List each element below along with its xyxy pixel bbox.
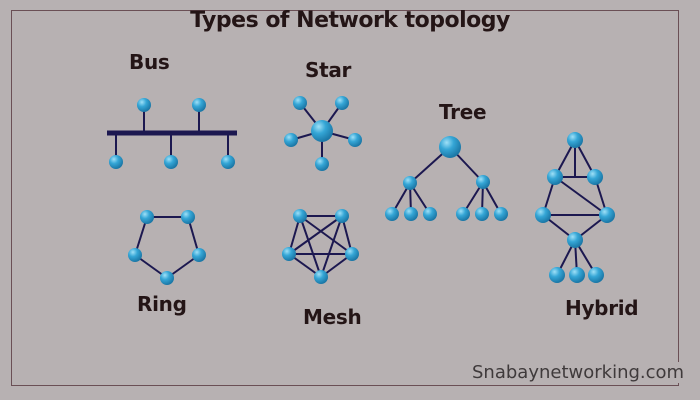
ring-node <box>140 210 154 224</box>
mesh-node <box>314 270 328 284</box>
ring-node <box>128 248 142 262</box>
mesh-link <box>320 215 343 278</box>
hybrid-node <box>599 207 615 223</box>
label-mesh: Mesh <box>303 305 362 329</box>
label-ring: Ring <box>137 292 187 316</box>
mesh-link <box>288 215 343 255</box>
label-tree: Tree <box>439 100 487 124</box>
bus-node <box>164 155 178 169</box>
tree-leaf <box>423 207 437 221</box>
star-node <box>348 133 362 147</box>
diagram-title: Types of Network topology <box>190 8 510 33</box>
bus-node <box>137 98 151 112</box>
tree-branch <box>476 175 490 189</box>
mesh-node <box>345 247 359 261</box>
mesh-node <box>293 209 307 223</box>
star-hub <box>311 120 333 142</box>
tree-leaf <box>456 207 470 221</box>
bus-node <box>192 98 206 112</box>
website-credit: Snabaynetworking.com <box>468 362 689 383</box>
tree-leaf <box>475 207 489 221</box>
mesh-link <box>299 215 322 278</box>
tree-leaf <box>404 207 418 221</box>
hybrid-node <box>567 232 583 248</box>
diagram-frame <box>11 10 679 386</box>
ring-node <box>192 248 206 262</box>
tree-branch <box>403 176 417 190</box>
hybrid-node <box>547 169 563 185</box>
label-hybrid: Hybrid <box>565 296 639 320</box>
hybrid-node <box>588 267 604 283</box>
hybrid-node <box>587 169 603 185</box>
tree-leaf <box>385 207 399 221</box>
star-node <box>284 133 298 147</box>
tree-leaf <box>494 207 508 221</box>
tree-root <box>439 136 461 158</box>
hybrid-node <box>549 267 565 283</box>
hybrid-node <box>569 267 585 283</box>
star-node <box>315 157 329 171</box>
mesh-node <box>282 247 296 261</box>
ring-node <box>160 271 174 285</box>
bus-node <box>109 155 123 169</box>
star-node <box>293 96 307 110</box>
label-bus: Bus <box>129 50 170 74</box>
bus-node <box>221 155 235 169</box>
label-star: Star <box>305 58 352 82</box>
hybrid-node <box>535 207 551 223</box>
ring-node <box>181 210 195 224</box>
hybrid-node <box>567 132 583 148</box>
star-node <box>335 96 349 110</box>
mesh-link <box>299 215 353 255</box>
hybrid-link <box>554 176 608 216</box>
mesh-node <box>335 209 349 223</box>
